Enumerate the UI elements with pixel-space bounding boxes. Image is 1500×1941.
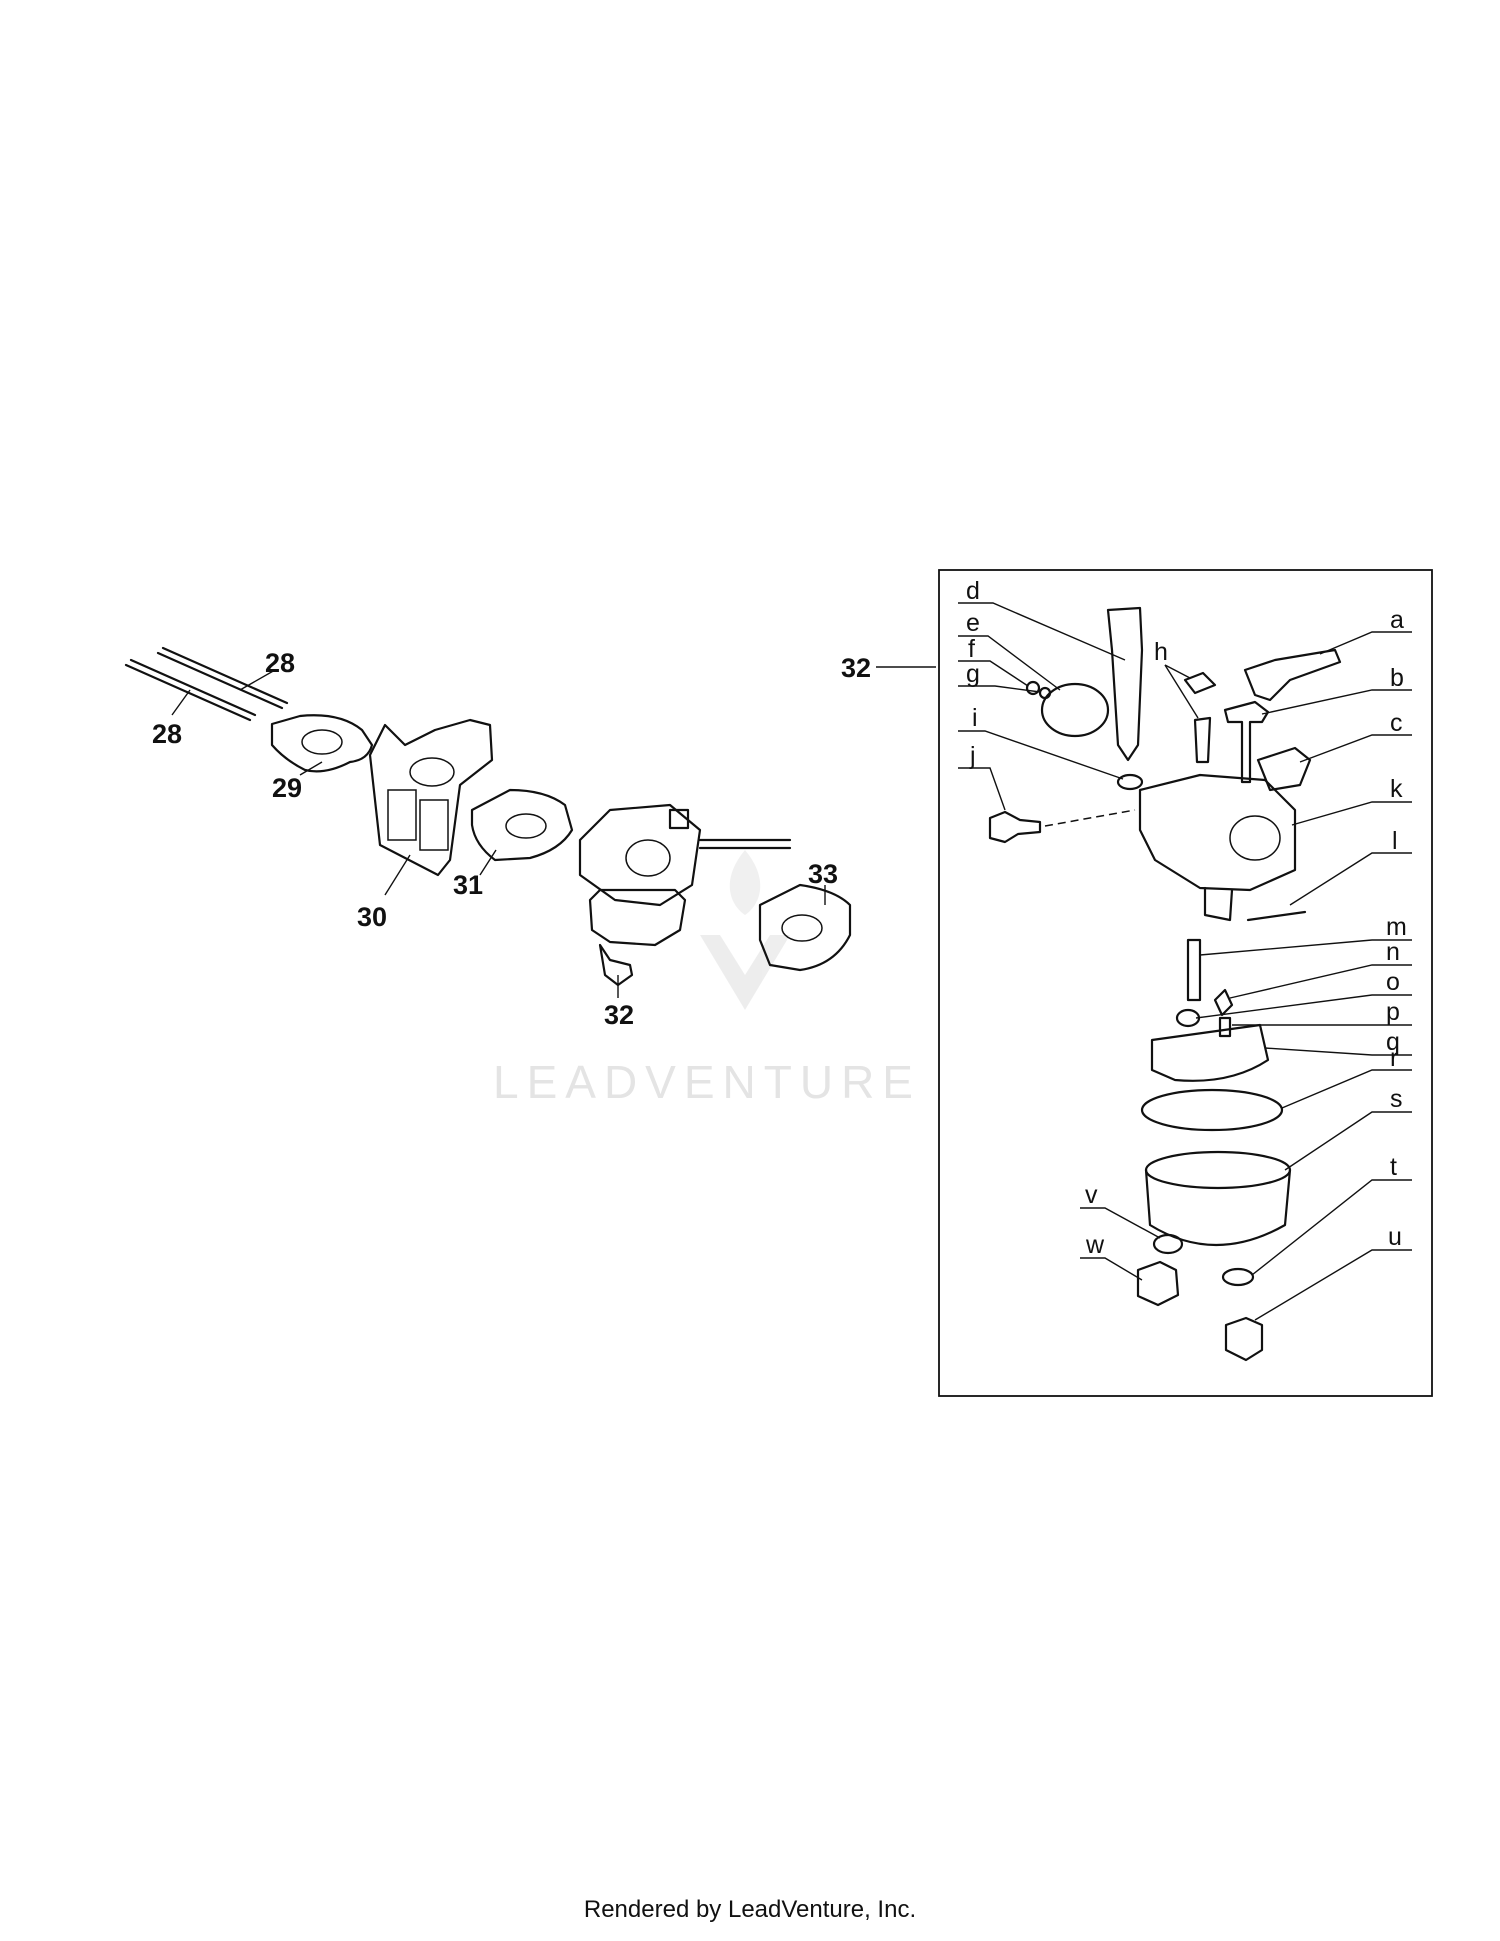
callout-28-upper: 28 (265, 648, 295, 678)
label-m: m (1386, 913, 1407, 941)
watermark: LEADVENTURE (493, 850, 921, 1108)
label-t: t (1390, 1153, 1397, 1181)
main-assembly: 28 28 29 30 31 32 33 32 (124, 646, 936, 1030)
label-j: j (969, 742, 976, 770)
watermark-logo-icon (700, 850, 790, 1010)
callout-28-lower: 28 (152, 719, 182, 749)
watermark-text: LEADVENTURE (493, 1056, 921, 1108)
callout-33: 33 (808, 859, 838, 889)
label-s: s (1390, 1085, 1403, 1113)
label-g: g (966, 660, 980, 688)
gasket-31 (470, 788, 574, 862)
label-i: i (972, 704, 978, 732)
label-k: k (1390, 775, 1403, 803)
callout-32: 32 (604, 1000, 634, 1030)
label-o: o (1386, 968, 1400, 996)
gasket-29 (270, 714, 374, 773)
stud-bolts (124, 646, 289, 722)
label-l: l (1392, 827, 1398, 855)
label-u: u (1388, 1223, 1402, 1251)
label-e: e (966, 609, 980, 637)
callout-30: 30 (357, 902, 387, 932)
label-a: a (1390, 606, 1404, 634)
label-h: h (1154, 638, 1168, 666)
label-b: b (1390, 664, 1404, 692)
gasket-33 (758, 883, 852, 972)
footer-credit: Rendered by LeadVenture, Inc. (583, 1896, 917, 1923)
callout-29: 29 (272, 773, 302, 803)
label-c: c (1390, 709, 1403, 737)
label-r: r (1390, 1044, 1398, 1072)
inset-parts (988, 606, 1342, 1362)
inset-leaders (958, 602, 1412, 1321)
inset-frame (938, 569, 1433, 1397)
label-q: q (1386, 1028, 1400, 1056)
inset-callout-32: 32 (841, 653, 871, 683)
label-p: p (1386, 998, 1400, 1026)
label-f: f (968, 635, 975, 663)
carburetor-32 (578, 803, 792, 987)
carburetor-detail-inset: a b c d e f g h i j k l m n o p q r s t … (938, 569, 1433, 1397)
label-w: w (1085, 1231, 1105, 1259)
label-v: v (1085, 1181, 1098, 1209)
main-leaders (171, 666, 936, 998)
callout-31: 31 (453, 870, 483, 900)
label-d: d (966, 577, 980, 605)
label-n: n (1386, 938, 1400, 966)
insulator-30 (368, 718, 494, 877)
